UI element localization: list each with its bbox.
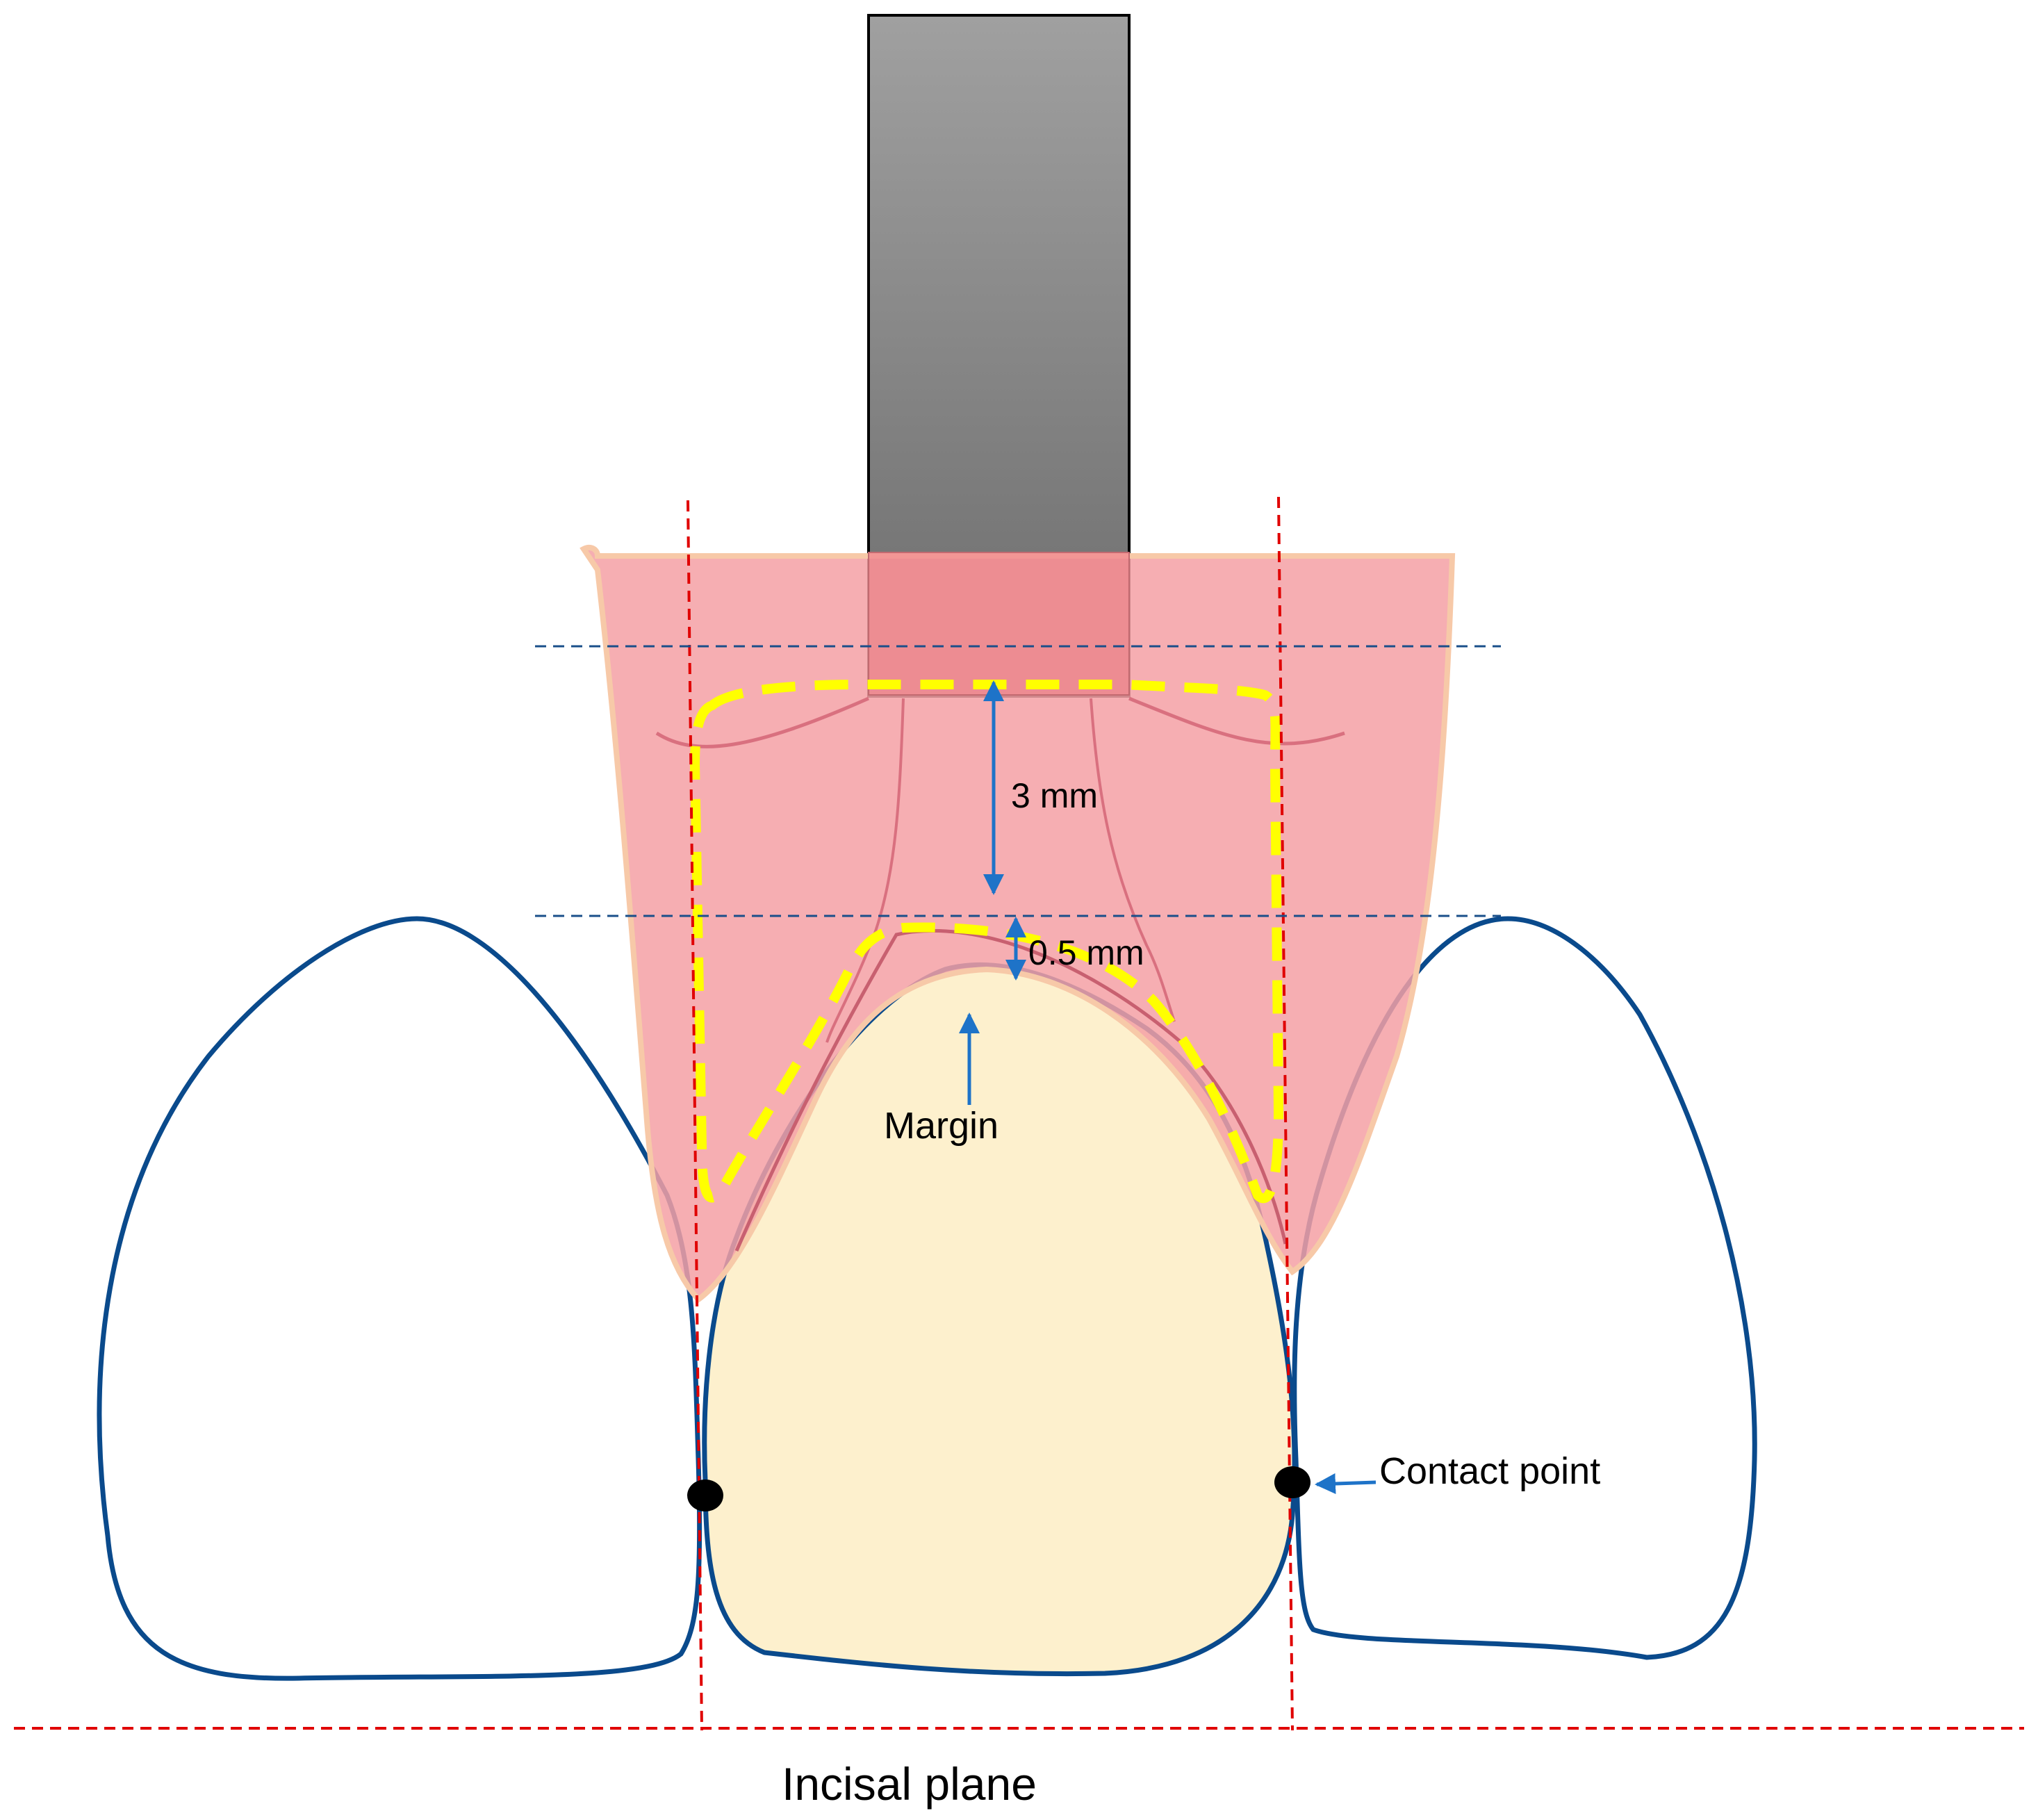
label-3mm: 3 mm <box>1011 776 1098 815</box>
emergence-line-right <box>1090 698 1176 1022</box>
label-margin: Margin <box>884 1105 999 1147</box>
red-vertical-right <box>1277 496 1294 1731</box>
yellow-margin-outline <box>689 680 1284 1204</box>
papilla-line-right <box>1128 696 1345 746</box>
arrow-contact-point <box>1315 1473 1377 1495</box>
sulcus-line <box>734 928 1288 1252</box>
contact-dot-right <box>1274 1466 1310 1498</box>
left-adjacent-tooth <box>97 916 702 1681</box>
post-through-gingiva <box>868 552 1130 696</box>
papilla-line-left <box>655 696 870 748</box>
red-vertical-left <box>687 500 703 1731</box>
label-incisal-plane: Incisal plane <box>782 1758 1037 1810</box>
contact-dot-left <box>687 1479 723 1511</box>
label-05mm: 0.5 mm <box>1028 933 1144 972</box>
label-contact-point: Contact point <box>1379 1450 1600 1492</box>
